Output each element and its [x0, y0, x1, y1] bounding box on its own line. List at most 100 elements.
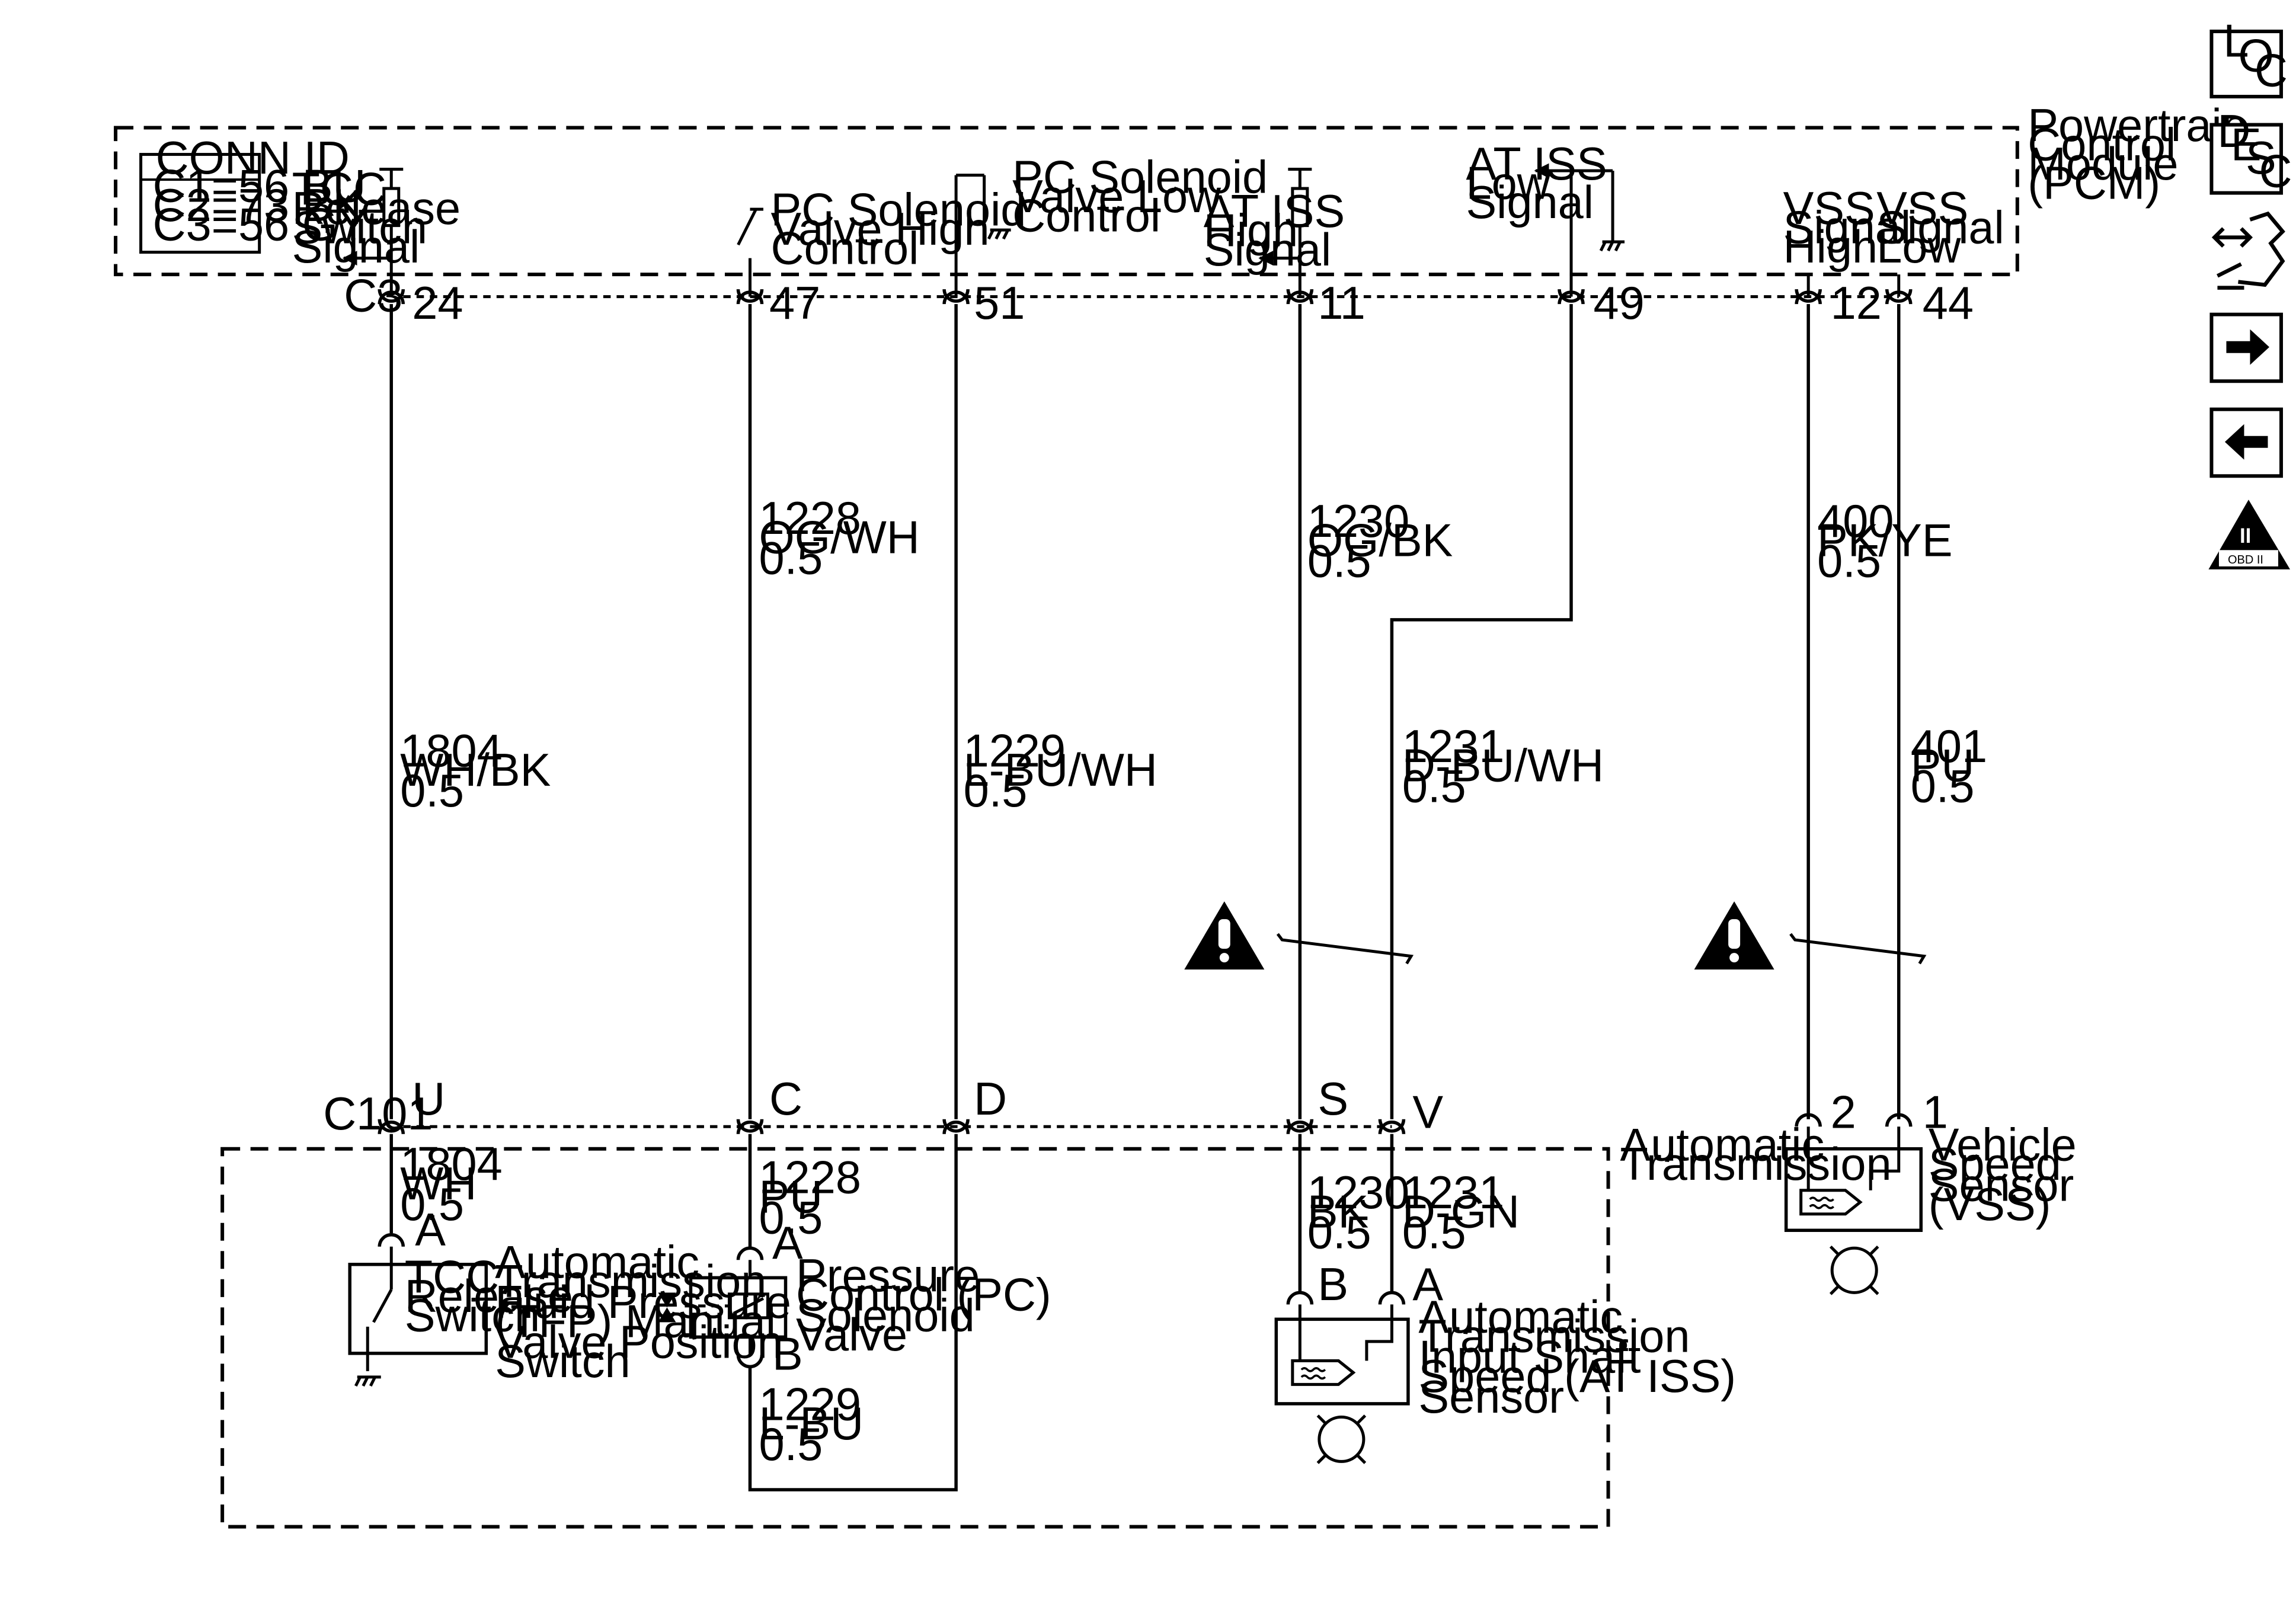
pin-51-label: 51: [974, 278, 1025, 329]
twisted-pair-marker-atiss: [1276, 933, 1414, 965]
obd-ii-button[interactable]: II OBD II: [2208, 500, 2290, 569]
connector-c101-label: C101: [323, 1089, 433, 1140]
description-button[interactable]: D E S C: [2209, 106, 2292, 197]
wire-1229-upper: 1229L-BU/WH0.5: [964, 725, 1157, 817]
wire-1804-upper: 1804WH/BK0.5: [400, 725, 551, 817]
wire-1231-upper: 1231D-BU/WH0.5: [1402, 721, 1604, 812]
atiss-sensor-label: AutomaticTransmissionInput ShaftSpeed (A…: [1418, 1292, 1736, 1423]
conn-id-table: CONN ID C1=56 BU C2=73 BK C3=56 GY: [139, 133, 369, 254]
pc-low-label: PC SolenoidValve LowControl: [1012, 152, 1268, 242]
arrow-right-icon: [2226, 329, 2269, 365]
pin-s-label: S: [1318, 1074, 1348, 1125]
tcc-switch-pin-a: A: [415, 1204, 446, 1255]
pc-high-switch: [737, 207, 763, 297]
pin-47-label: 47: [769, 278, 820, 329]
previous-page-button[interactable]: [2209, 407, 2283, 478]
pin-49-label: 49: [1594, 278, 1645, 329]
svg-text:E: E: [2231, 120, 2262, 171]
connector-c3-label: C3: [344, 271, 402, 322]
vehicle-speed-sensor: 2 1: [1784, 1087, 1948, 1295]
wire-1229-lower: 1229L-BU0.5: [759, 1379, 864, 1470]
pin-44-label: 44: [1923, 278, 1974, 329]
connector-c101: C101 U C D S V: [323, 1074, 1443, 1140]
pc-solenoid-pin-a: A: [772, 1218, 803, 1269]
terminal-44: [1885, 289, 1913, 305]
tcc-release-switch: A TCCReleaseSwitch: [348, 1204, 573, 1387]
pin-d-label: D: [974, 1074, 1007, 1125]
transmission-wires: [389, 1134, 1394, 1491]
pc-low-ground: [954, 174, 1011, 297]
pin-11-label: 11: [1318, 278, 1365, 329]
connector-icon[interactable]: [2211, 211, 2285, 290]
wire-1231-lower: 1231D-GN0.5: [1402, 1167, 1520, 1259]
tcc-release-signal-label: TCCReleaseSwitchSignal: [292, 164, 461, 273]
atiss-pin-a: A: [1412, 1259, 1443, 1310]
terminal-24: [378, 289, 405, 305]
svg-text:C: C: [2259, 146, 2292, 197]
vss-low-label: VSSSignalLow: [1876, 183, 2004, 273]
wire-401-upper: 401PU0.5: [1911, 721, 1987, 812]
pin-u-label: U: [412, 1074, 445, 1125]
conn-id-c3: C3=56 GY: [153, 200, 369, 251]
svg-text:D: D: [2217, 106, 2250, 157]
pcm-module: PowertrainControlModule(PCM) CONN ID C1=…: [114, 100, 2247, 277]
wire-1230-upper: 1230OG/BK0.5: [1307, 496, 1453, 587]
vss-sensor-label: VehicleSpeedSensor(VSS): [1929, 1120, 2077, 1230]
atiss-high-label: AT ISSHighSignal: [1204, 186, 1345, 276]
svg-text:L: L: [2223, 16, 2249, 67]
connector-c3: C3 24 47 51 11 49 12 44: [344, 271, 1974, 329]
pc-solenoid-label: PressureControl (PC)SolenoidValve: [796, 1250, 1051, 1361]
next-page-button[interactable]: [2209, 312, 2283, 383]
atiss-high-circuit: [1258, 168, 1312, 297]
wire-1228-upper: 1228OG/WH0.5: [759, 493, 919, 584]
svg-text:S: S: [2246, 133, 2276, 184]
harness-wires: [389, 304, 1901, 1119]
caution-icon: [1694, 901, 1774, 970]
location-button[interactable]: L O C: [2209, 16, 2288, 99]
vss-high-label: VSSSignalHigh: [1783, 183, 1911, 273]
transmission-title: AutomaticTransmission: [1620, 1120, 1892, 1190]
pin-12-label: 12: [1831, 278, 1882, 329]
tcc-release-signal-circuit: [342, 168, 404, 297]
atiss-low-label: AT ISSLowSignal: [1466, 139, 1607, 228]
terminal-12: [1795, 289, 1822, 305]
svg-text:II: II: [2240, 524, 2251, 548]
pc-high-label: PC SolenoidValve HighControl: [771, 185, 1027, 274]
terminal-d: [942, 1119, 970, 1134]
tfp-switch-label: AutomaticTransmissionFluid Pressure(TFP)…: [495, 1237, 791, 1387]
wire-400-upper: 400PK/YE0.5: [1817, 496, 1952, 587]
terminal-c: [736, 1119, 764, 1134]
pc-solenoid-pin-b: B: [772, 1329, 803, 1379]
terminal-s: [1286, 1119, 1314, 1134]
svg-text:O: O: [2238, 31, 2273, 82]
caution-icon: [1184, 901, 1265, 970]
wire-1230-lower: 1230BK0.5: [1307, 1167, 1409, 1259]
wire-1804-lower: 1804WH0.5: [400, 1139, 502, 1230]
atiss-pin-b: B: [1318, 1259, 1348, 1310]
conn-id-c2: C2=73 BK: [153, 180, 364, 231]
tcc-switch-box-label: TCCReleaseSwitch: [405, 1251, 573, 1341]
svg-text:OBD II: OBD II: [2228, 553, 2263, 566]
terminal-49: [1558, 289, 1585, 305]
atiss-sensor: B A: [1274, 1259, 1443, 1464]
atiss-low-circuit: [1534, 163, 1625, 297]
conn-id-header: CONN ID: [156, 133, 350, 184]
arrow-left-icon: [2224, 424, 2268, 460]
wire-1228-lower: 1228PU0.5: [759, 1153, 861, 1244]
terminal-51: [942, 289, 970, 305]
terminal-11: [1286, 289, 1314, 305]
terminal-v: [1378, 1119, 1406, 1134]
terminal-u: [378, 1119, 405, 1134]
pin-24-label: 24: [412, 278, 463, 329]
conn-id-c1: C1=56 BU: [153, 161, 366, 212]
terminal-47: [736, 289, 764, 305]
automatic-transmission: AutomaticTransmission: [220, 1120, 1892, 1529]
pin-v-label: V: [1412, 1087, 1443, 1138]
sensor-wheel-icon: [1829, 1246, 1879, 1295]
svg-text:C: C: [2255, 46, 2288, 97]
pc-solenoid-valve: A B: [658, 1218, 803, 1379]
vss-pin-2: 2: [1831, 1087, 1856, 1138]
vss-pin-1: 1: [1923, 1087, 1948, 1138]
twisted-pair-marker-vss: [1789, 933, 1927, 965]
